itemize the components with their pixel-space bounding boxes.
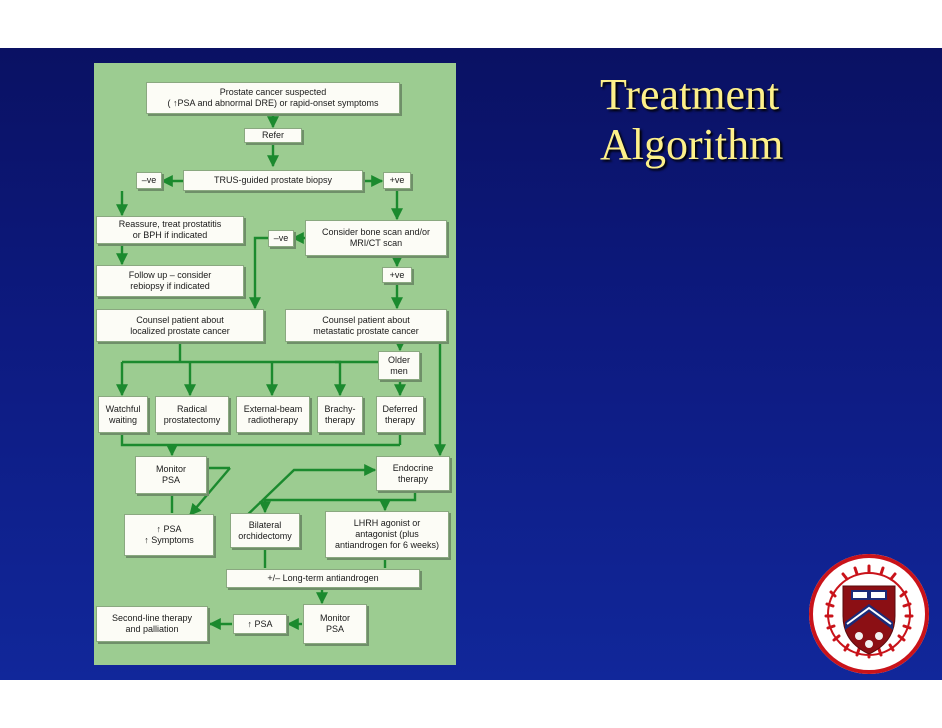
flow-node-suspected: Prostate cancer suspected ( ↑PSA and abn… [146,82,400,114]
connector [249,236,268,310]
connector [120,433,400,447]
flow-node-deferred-therapy: Deferred therapy [376,396,424,433]
flow-node-counsel-localized: Counsel patient about localized prostate… [96,309,264,342]
connector [239,464,377,523]
flow-node-antiandrogen: +/– Long-term antiandrogen [226,569,420,588]
flow-node-older-men: Older men [378,351,420,380]
flow-node-radical-prostatectomy: Radical prostatectomy [155,396,229,433]
connector [259,491,417,514]
flow-node-psa-symptoms: ↑ PSA ↑ Symptoms [124,514,214,556]
flow-label-positive: +ve [383,172,411,189]
flow-node-follow-up: Follow up – consider rebiopsy if indicat… [96,265,244,297]
flow-node-psa-rise: ↑ PSA [233,614,287,634]
flow-node-second-line: Second-line therapy and palliation [96,606,208,642]
flow-node-watchful-waiting: Watchful waiting [98,396,148,433]
flow-node-bone-scan: Consider bone scan and/or MRI/CT scan [305,220,447,256]
flow-node-brachytherapy: Brachy- therapy [317,396,363,433]
flow-label-negative: –ve [136,172,162,189]
flow-node-reassure: Reassure, treat prostatitis or BPH if in… [96,216,244,244]
slide-title: Treatment Algorithm [600,70,784,169]
flow-label-negative: –ve [268,230,294,247]
flow-node-monitor-psa-2: Monitor PSA [303,604,367,644]
flow-node-external-beam-radiotherapy: External-beam radiotherapy [236,396,310,433]
flow-node-refer: Refer [244,128,302,143]
flow-node-biopsy: TRUS-guided prostate biopsy [183,170,363,191]
connector [334,360,346,397]
flow-node-lhrh: LHRH agonist or antagonist (plus antiand… [325,511,449,558]
flow-node-orchidectomy: Bilateral orchidectomy [230,513,300,548]
flow-node-counsel-metastatic: Counsel patient about metastatic prostat… [285,309,447,342]
flow-node-monitor-psa: Monitor PSA [135,456,207,494]
flow-label-positive: +ve [382,267,412,283]
flow-node-endocrine-therapy: Endocrine therapy [376,456,450,491]
connector [189,467,231,516]
university-seal-logo [809,554,929,674]
